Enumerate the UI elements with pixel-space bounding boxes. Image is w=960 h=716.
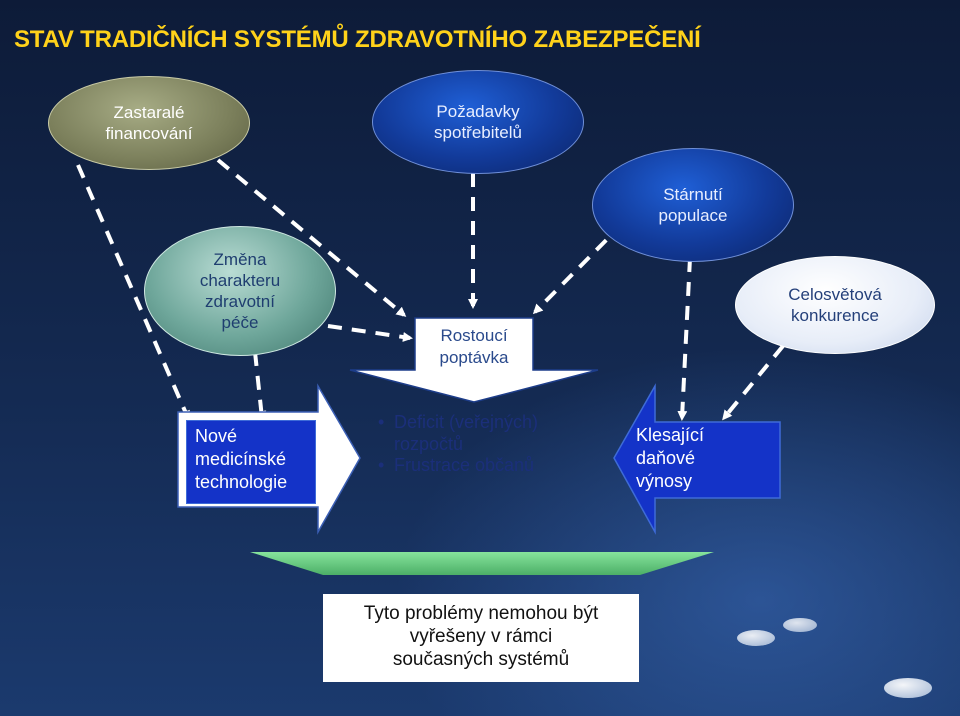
- arrow-competition-to-tax: [722, 344, 785, 421]
- conclusion-bar: [250, 552, 714, 575]
- arrow-aging-to-tax: [677, 257, 692, 421]
- bullet-line: Frustrace občanů: [394, 455, 535, 476]
- bullet-deficit: Deficit (veřejných) rozpočtů: [378, 412, 618, 455]
- conclusion-line: současných systémů: [392, 649, 570, 671]
- node-label-line: populace: [658, 206, 728, 225]
- node-label-line: konkurence: [791, 306, 879, 325]
- node-consumer-demands: Požadavky spotřebitelů: [372, 70, 584, 174]
- arrow-financing-to-tech: [76, 164, 190, 421]
- center-bullet-list: Deficit (veřejných) rozpočtů Frustrace o…: [378, 412, 618, 477]
- slide-title: STAV TRADIČNÍCH SYSTÉMŮ ZDRAVOTNÍHO ZABE…: [14, 26, 701, 53]
- node-falling-tax-revenue: Klesající daňové výnosy: [636, 424, 776, 493]
- bullet-frustration: Frustrace občanů: [378, 455, 618, 477]
- node-label-line: financování: [105, 124, 193, 143]
- node-label-line: Nové: [195, 426, 238, 446]
- bullet-line: rozpočtů: [394, 433, 464, 454]
- arrow-financing-to-demand: [216, 158, 407, 317]
- node-label-line: technologie: [195, 472, 288, 493]
- node-label-line: péče: [221, 313, 259, 333]
- node-label-line: Celosvětová: [788, 284, 882, 304]
- node-label-line: daňové: [636, 448, 696, 469]
- conclusion-line: vyřešeny v rámci: [409, 626, 553, 648]
- node-label-line: Stárnutí: [663, 184, 723, 204]
- arrow-care-to-tech: [253, 351, 267, 421]
- node-global-competition: Celosvětová konkurence: [735, 256, 935, 354]
- node-label-line: Rostoucí: [440, 326, 508, 345]
- node-label-line: Klesající: [636, 425, 705, 445]
- node-label-line: poptávka: [439, 348, 509, 368]
- right-arrow-shape: [613, 383, 781, 535]
- bullet-line: Deficit (veřejných): [394, 412, 539, 432]
- node-outdated-financing: Zastaralé financování: [48, 76, 250, 170]
- arrow-care-to-demand: [327, 324, 413, 342]
- node-aging-population: Stárnutí populace: [592, 148, 794, 262]
- node-label-line: výnosy: [636, 471, 693, 492]
- growing-demand-callout: [349, 317, 599, 403]
- node-label-line: spotřebitelů: [434, 123, 522, 142]
- conclusion-line: Tyto problémy nemohou být: [363, 603, 599, 624]
- node-label-line: medicínské: [195, 449, 287, 470]
- node-label-line: zdravotní: [205, 292, 275, 311]
- pills-decoration: [737, 618, 932, 698]
- conclusion-box: Tyto problémy nemohou být vyřešeny v rám…: [323, 594, 639, 682]
- node-label-line: charakteru: [199, 270, 281, 290]
- node-label-line: Změna: [213, 249, 267, 269]
- node-new-tech: Nové medicínské technologie: [186, 420, 316, 504]
- dashed-arrows: [76, 158, 785, 421]
- node-growing-demand: Rostoucí poptávka: [415, 325, 533, 369]
- node-label-line: Zastaralé: [113, 102, 185, 122]
- node-label-line: Požadavky: [436, 101, 520, 121]
